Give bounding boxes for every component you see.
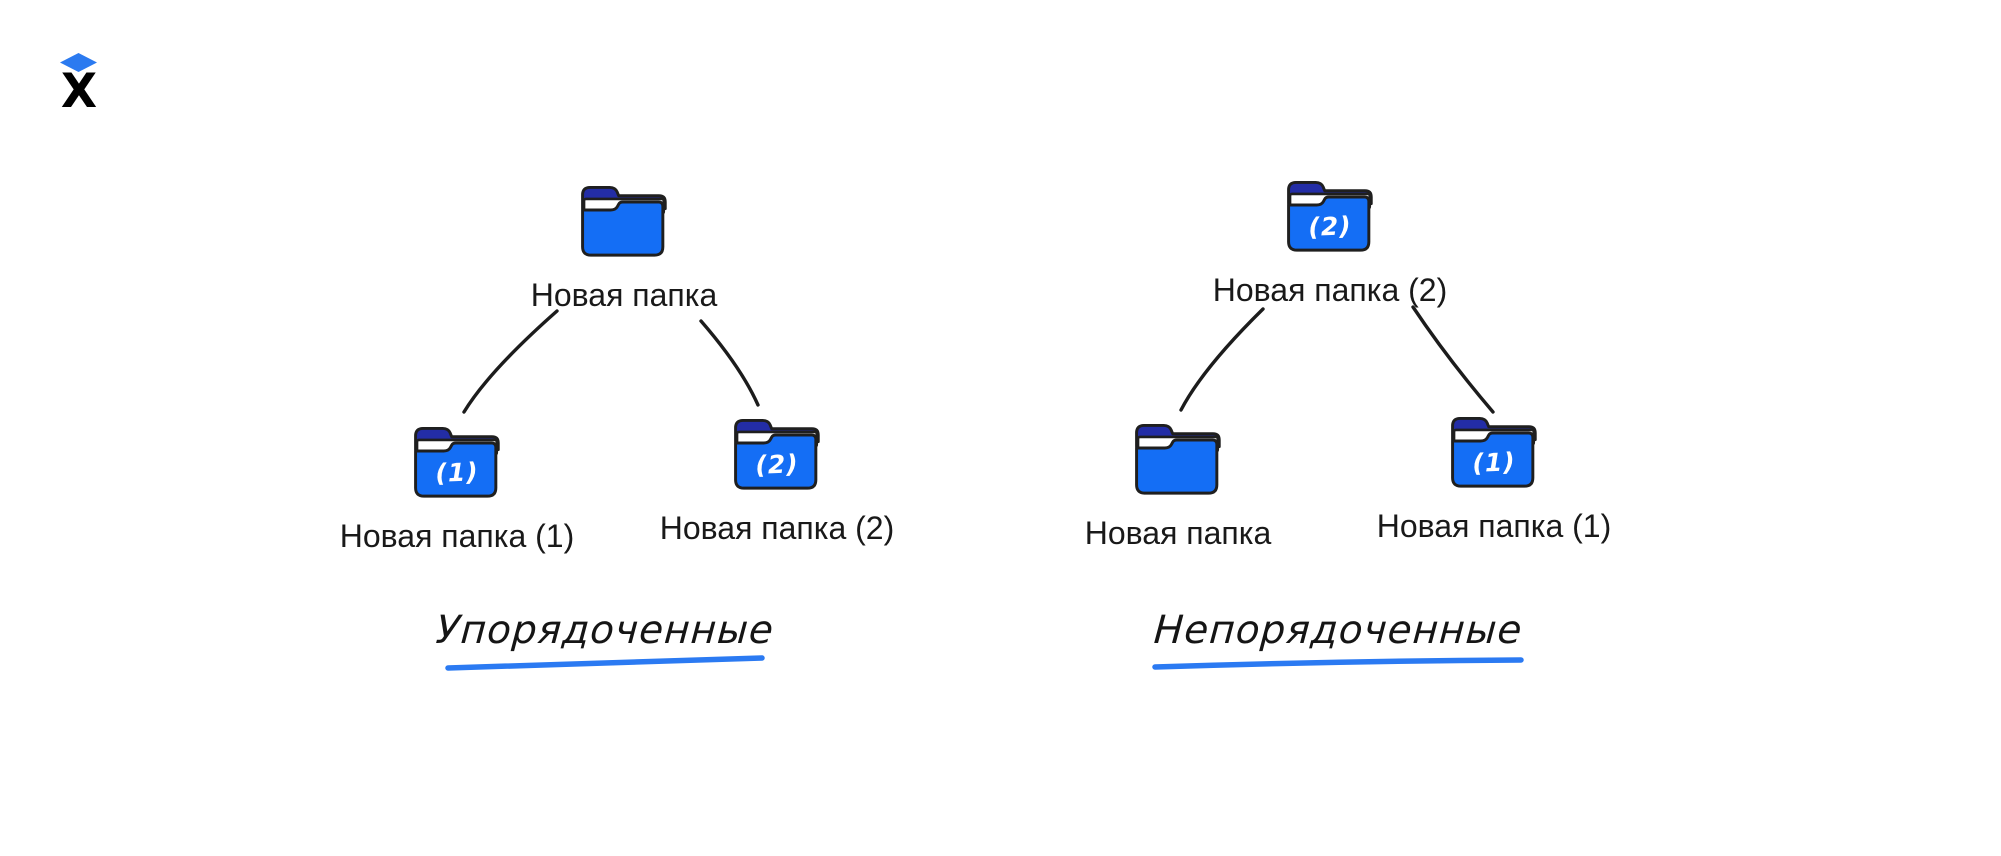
folder-icon bbox=[1130, 419, 1226, 500]
caption-underline bbox=[1152, 657, 1524, 670]
folder-label: Новая папка (2) bbox=[659, 510, 895, 546]
folder-label: Новая папка (1) bbox=[339, 518, 575, 554]
folder-icon: (2) bbox=[729, 414, 825, 495]
connector-line bbox=[699, 319, 760, 407]
connector-line bbox=[1411, 305, 1495, 414]
folder-node-unordered-root: (2) Новая папка (2) bbox=[1160, 176, 1500, 309]
folder-node-ordered-child-1: (1) Новая папка (1) bbox=[287, 422, 627, 555]
connector-line bbox=[1179, 307, 1265, 412]
folder-icon: (2) bbox=[1282, 176, 1378, 257]
caption-text: Непорядоченные bbox=[1152, 608, 1524, 653]
folder-icon: (1) bbox=[409, 422, 505, 503]
folder-label: Новая папка bbox=[530, 277, 718, 313]
caption-text: Упорядоченные bbox=[434, 608, 776, 653]
folder-node-unordered-child-1: Новая папка bbox=[1008, 419, 1348, 552]
folder-node-ordered-root: Новая папка bbox=[454, 181, 794, 314]
caption-unordered: Непорядоченные bbox=[1151, 608, 1525, 672]
logo-diamond-icon bbox=[59, 53, 97, 72]
folder-label: Новая папка (2) bbox=[1212, 272, 1448, 308]
caption-underline bbox=[445, 655, 765, 671]
logo-letter: X bbox=[60, 64, 97, 119]
brand-logo: X bbox=[56, 53, 100, 119]
folder-label: Новая папка bbox=[1084, 515, 1272, 551]
folder-label: Новая папка (1) bbox=[1376, 508, 1612, 544]
folder-node-unordered-child-2: (1) Новая папка (1) bbox=[1324, 412, 1664, 545]
connector-line bbox=[462, 309, 559, 414]
folder-node-ordered-child-2: (2) Новая папка (2) bbox=[607, 414, 947, 547]
folder-icon bbox=[576, 181, 672, 262]
caption-ordered: Упорядоченные bbox=[434, 608, 776, 672]
folder-icon: (1) bbox=[1446, 412, 1542, 493]
